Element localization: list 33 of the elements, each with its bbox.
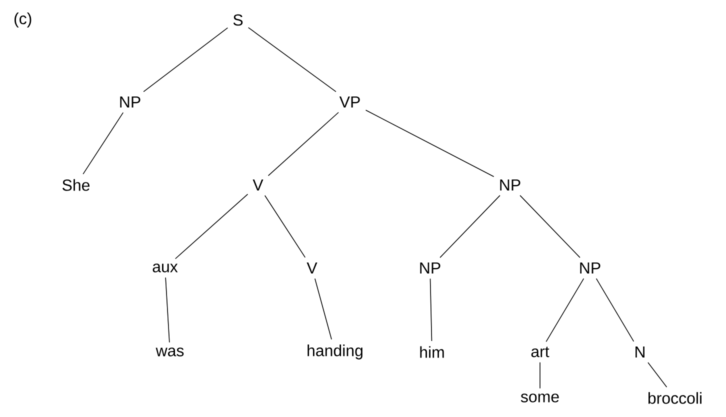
tree-branch	[596, 278, 634, 342]
tree-node-label: S	[233, 14, 243, 26]
tree-node-label: N	[636, 346, 644, 358]
tree-node-label: V	[252, 179, 264, 190]
tree-branch	[248, 27, 336, 92]
tree-branch	[268, 112, 339, 176]
tree-branch	[430, 278, 432, 342]
tree-node-label: aux	[152, 264, 178, 272]
tree-node-label: V	[306, 262, 318, 274]
tree-branch	[546, 278, 584, 342]
tree-branch	[314, 278, 332, 340]
tree-branch	[365, 110, 494, 177]
tree-node-label: NP	[420, 262, 440, 274]
tree-node-label: him	[420, 346, 444, 358]
tree-branch	[648, 362, 668, 388]
panel-label: (c)	[14, 12, 32, 28]
tree-node-label: NP	[500, 179, 520, 190]
tree-node-label: VP	[339, 96, 360, 108]
tree-node-label: NP	[120, 96, 140, 108]
tree-branch	[82, 112, 124, 174]
tree-branch	[440, 195, 500, 258]
tree-node-label: some	[520, 394, 559, 402]
tree-branch	[143, 27, 228, 92]
tree-node-label: handing	[308, 344, 362, 360]
tree-branch	[520, 195, 580, 258]
tree-node-label: art	[531, 346, 550, 358]
tree-branch	[165, 277, 170, 343]
tree-node-label: broccoli	[648, 392, 702, 404]
tree-node-label: was	[156, 348, 184, 356]
tree-node-label: She	[62, 179, 90, 191]
tree-node-label: NP	[580, 262, 600, 274]
tree-branch	[174, 194, 248, 260]
tree-branch	[264, 195, 306, 258]
